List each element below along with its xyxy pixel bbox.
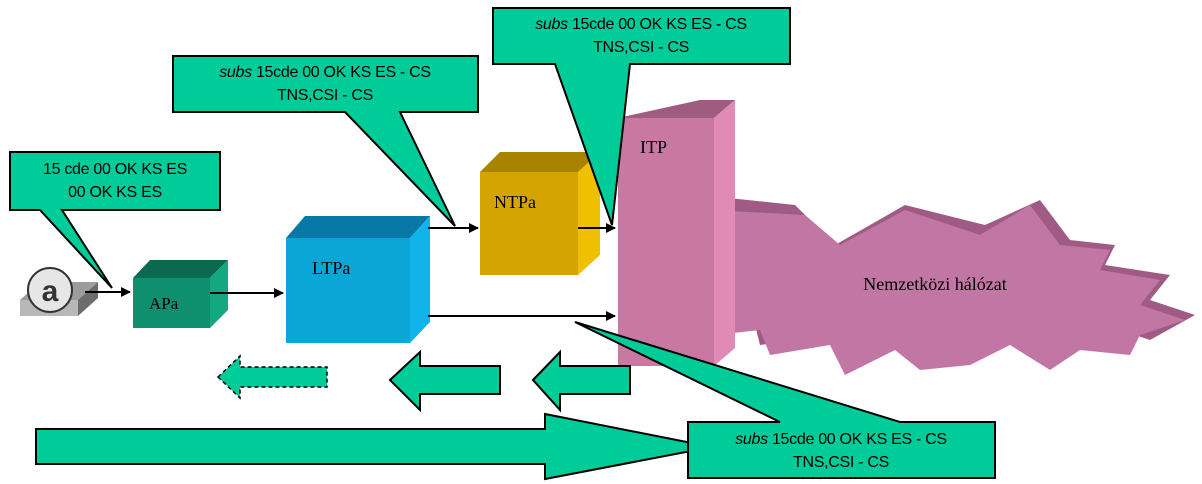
left-arrow-middle [388,349,501,413]
itp-front-face [618,118,714,366]
callout-3: subs 15cde 00 OK KS ES - CS TNS,CSI - CS [492,7,791,226]
callout-1-bubble [9,151,221,289]
callout-2-italic: subs [219,64,252,81]
ltpa-label: LTPa [312,258,350,278]
apa-top-face [133,260,228,278]
callout-1-line1: 15 cde 00 OK KS ES [43,161,187,178]
callout-2-line2: TNS,CSI - CS [277,87,373,104]
callout-2-bubble [172,55,479,227]
svg-text:a: a [42,275,59,308]
callout-4-line1: subs 15cde 00 OK KS ES - CS [735,431,947,448]
callout-2: subs 15cde 00 OK KS ES - CS TNS,CSI - CS [172,55,479,227]
callout-2-line1: subs 15cde 00 OK KS ES - CS [219,64,431,81]
ntpa-top-face [480,152,600,172]
ltpa-front-face [286,238,410,343]
ntpa-front-face [480,172,578,275]
callout-3-line2: TNS,CSI - CS [593,39,689,56]
callout-4: subs 15cde 00 OK KS ES - CS TNS,CSI - CS [574,321,996,479]
apa-front-face [133,278,210,328]
callout-2-text: 15cde 00 OK KS ES - CS [252,64,431,81]
callout-3-text: 15cde 00 OK KS ES - CS [568,16,747,33]
callout-4-line2: TNS,CSI - CS [793,454,889,471]
callout-3-line1: subs 15cde 00 OK KS ES - CS [535,16,747,33]
ltpa-node: LTPa [286,216,430,343]
network-cloud-shape [710,205,1185,375]
callout-1-line2: 00 OK KS ES [68,184,162,201]
network-cloud: Nemzetközi hálózat [700,195,1195,375]
callout-3-italic: subs [535,16,568,33]
ltpa-side-face [410,216,430,343]
left-arrow-right [531,349,631,413]
apa-label: APa [149,294,179,313]
ltpa-top-face [286,216,430,238]
network-label: Nemzetközi hálózat [863,274,1006,294]
at-sign-terminal-icon: a [20,267,98,316]
ntpa-node: NTPa [480,152,600,275]
big-right-arrow [35,412,713,481]
ntpa-side-face [578,152,600,275]
callout-3-bubble [492,7,791,226]
callout-4-text: 15cde 00 OK KS ES - CS [768,431,947,448]
itp-top-face [618,100,735,118]
left-arrow-dashed [216,354,328,400]
itp-side-face [714,100,735,366]
callout-4-bubble [574,321,996,479]
callout-1: 15 cde 00 OK KS ES 00 OK KS ES [9,151,221,289]
itp-node: ITP [618,100,735,366]
itp-label: ITP [640,137,667,157]
ntpa-label: NTPa [494,192,536,212]
callout-4-italic: subs [735,431,768,448]
